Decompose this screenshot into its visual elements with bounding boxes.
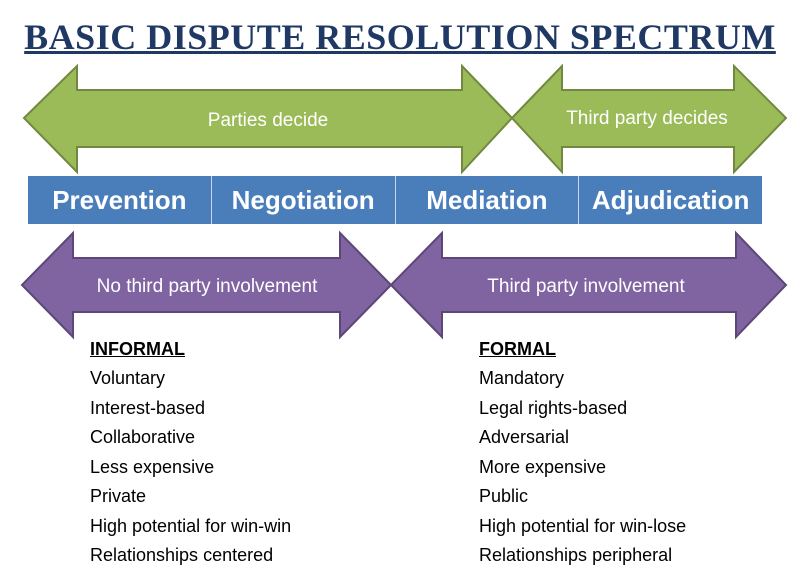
spectrum-bar: Prevention Negotiation Mediation Adjudic… xyxy=(28,176,762,224)
informal-item: High potential for win-win xyxy=(90,515,292,536)
spectrum-mediation: Mediation xyxy=(396,176,580,224)
page-title: BASIC DISPUTE RESOLUTION SPECTRUM xyxy=(24,17,776,57)
spectrum-prevention: Prevention xyxy=(28,176,212,224)
informal-item: Relationships centered xyxy=(90,545,274,565)
informal-item: Collaborative xyxy=(90,427,196,447)
third-party-involvement-label: Third party involvement xyxy=(487,276,685,297)
informal-item: Interest-based xyxy=(90,397,206,418)
formal-item: More expensive xyxy=(479,456,607,477)
spectrum-adjudication: Adjudication xyxy=(591,184,750,215)
parties-decide-label: Parties decide xyxy=(208,110,328,131)
informal-heading: INFORMAL xyxy=(90,339,185,359)
formal-item: Mandatory xyxy=(479,368,565,388)
formal-item: High potential for win-lose xyxy=(479,515,687,536)
informal-column: INFORMAL Voluntary Interest-based Collab… xyxy=(90,338,291,574)
formal-item: Legal rights-based xyxy=(479,397,628,418)
formal-item: Adversarial xyxy=(479,427,570,447)
formal-column: FORMAL Mandatory Legal rights-based Adve… xyxy=(479,338,686,574)
third-party-decides-label: Third party decides xyxy=(566,108,728,129)
formal-item: Relationships peripheral xyxy=(479,545,673,565)
formal-item: Public xyxy=(479,486,529,506)
informal-item: Voluntary xyxy=(90,368,166,388)
spectrum-negotiation: Negotiation xyxy=(212,176,396,224)
informal-item: Less expensive xyxy=(90,456,215,477)
informal-item: Private xyxy=(90,486,147,506)
no-third-party-label: No third party involvement xyxy=(97,276,318,297)
formal-heading: FORMAL xyxy=(479,339,556,359)
third-party-involvement-arrow xyxy=(389,230,788,340)
third-party-decides-arrow xyxy=(510,63,788,175)
